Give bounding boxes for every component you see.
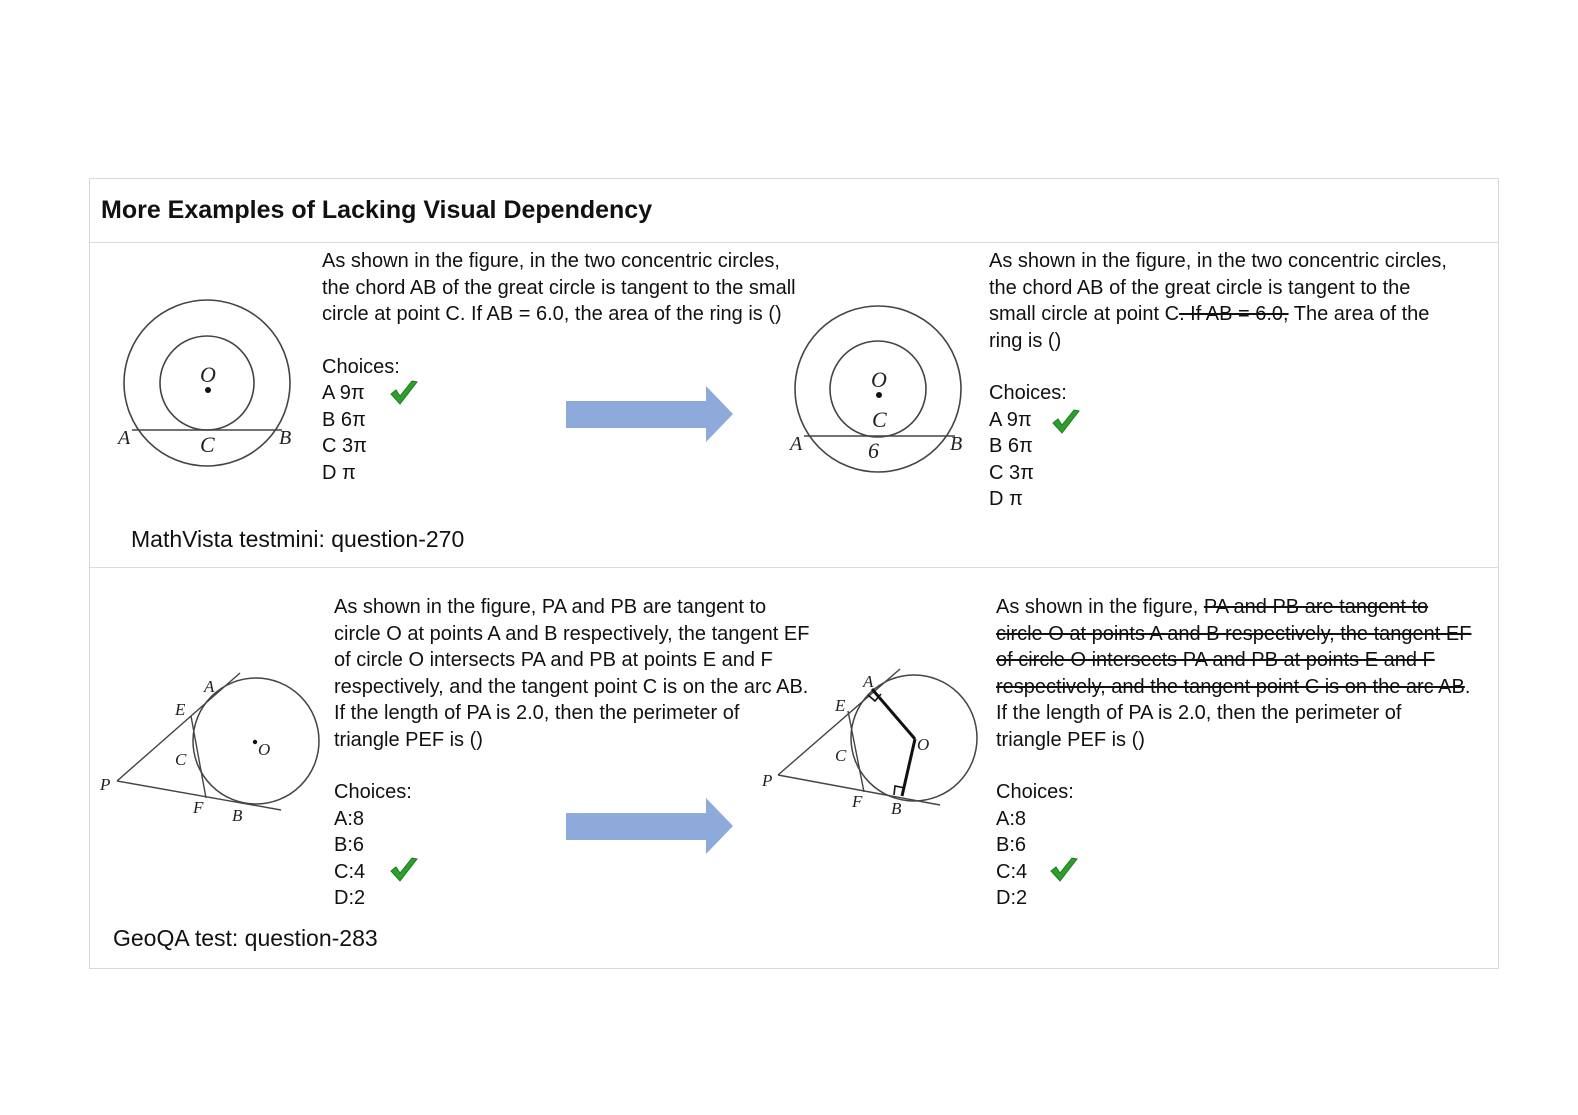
source-label-2: GeoQA test: question-283 [113, 925, 378, 951]
label-b: B [279, 427, 291, 449]
choice-b: B:6 [334, 834, 365, 856]
svg-text:E: E [834, 696, 846, 715]
label-a: A [116, 427, 131, 449]
svg-text:A: A [203, 677, 215, 696]
choices-label: Choices: [322, 355, 400, 378]
concentric-circles-figure-modified: O A B C 6 [788, 305, 962, 473]
svg-text:F: F [851, 792, 863, 811]
transform-arrow-icon [566, 798, 733, 854]
choice-d: D π [989, 488, 1023, 510]
correct-check-icon [1050, 857, 1078, 882]
svg-text:P: P [761, 771, 772, 790]
removed-text: respectively, and the tangent point C is… [996, 675, 1465, 698]
panel-title: More Examples of Lacking Visual Dependen… [101, 196, 653, 224]
choice-c: C 3π [989, 461, 1034, 484]
choice-c: C 3π [322, 435, 367, 457]
svg-text:B: B [232, 806, 243, 825]
choice-d: D:2 [334, 887, 366, 909]
label-c: C [200, 432, 215, 457]
choice-a: A:8 [334, 807, 365, 830]
svg-text:O: O [258, 740, 270, 759]
label-o: O [871, 367, 887, 392]
svg-text:O: O [917, 735, 929, 754]
choice-d: D π [322, 461, 356, 484]
svg-text:F: F [192, 798, 204, 817]
choice-c: C:4 [334, 860, 366, 883]
question-text-modified-1: As shown in the figure, in the two conce… [989, 248, 1447, 513]
correct-check-icon [1052, 409, 1080, 434]
choices-label: Choices: [996, 781, 1074, 803]
choice-b: B:6 [996, 834, 1027, 856]
svg-text:A: A [862, 672, 874, 691]
question-text-original-1: As shown in the figure, in the two conce… [322, 248, 796, 486]
choices-label: Choices: [989, 382, 1067, 404]
svg-text:C: C [835, 746, 847, 765]
label-o: O [200, 362, 216, 387]
choice-a: A 9π [322, 382, 365, 404]
correct-check-icon [390, 857, 418, 882]
label-six: 6 [868, 438, 879, 463]
tangent-triangle-figure-modified: P A E C F B O [761, 668, 978, 818]
label-a: A [788, 433, 803, 455]
svg-text:P: P [99, 775, 110, 794]
choices-label: Choices: [334, 781, 412, 803]
title-divider [90, 242, 1498, 243]
correct-check-icon [390, 380, 418, 405]
label-c: C [872, 407, 887, 432]
svg-text:C: C [175, 750, 187, 769]
choice-a: A:8 [996, 807, 1027, 830]
svg-text:E: E [174, 700, 186, 719]
choice-c: C:4 [996, 860, 1028, 883]
concentric-circles-figure-original: O A B C [116, 299, 291, 467]
choice-b: B 6π [989, 435, 1033, 457]
choice-d: D:2 [996, 887, 1028, 909]
question-text-modified-2: As shown in the figure, PA and PB are ta… [996, 594, 1471, 912]
source-label-1: MathVista testmini: question-270 [131, 526, 465, 552]
removed-text: PA and PB are tangent to [1203, 596, 1429, 618]
label-b: B [950, 433, 962, 455]
examples-panel [89, 178, 1499, 969]
tangent-triangle-figure-original: P A E C F B O [99, 672, 320, 825]
removed-text: . If AB = 6.0, [1179, 303, 1289, 325]
choice-a: A 9π [989, 408, 1032, 431]
svg-text:B: B [891, 799, 902, 818]
choice-b: B 6π [322, 408, 366, 431]
transform-arrow-icon [566, 386, 733, 442]
removed-text: of circle O intersects PA and PB at poin… [996, 649, 1435, 671]
removed-text: circle O at points A and B respectively,… [996, 622, 1472, 645]
question-text-original-2: As shown in the figure, PA and PB are ta… [334, 594, 809, 912]
row-divider [90, 567, 1498, 568]
